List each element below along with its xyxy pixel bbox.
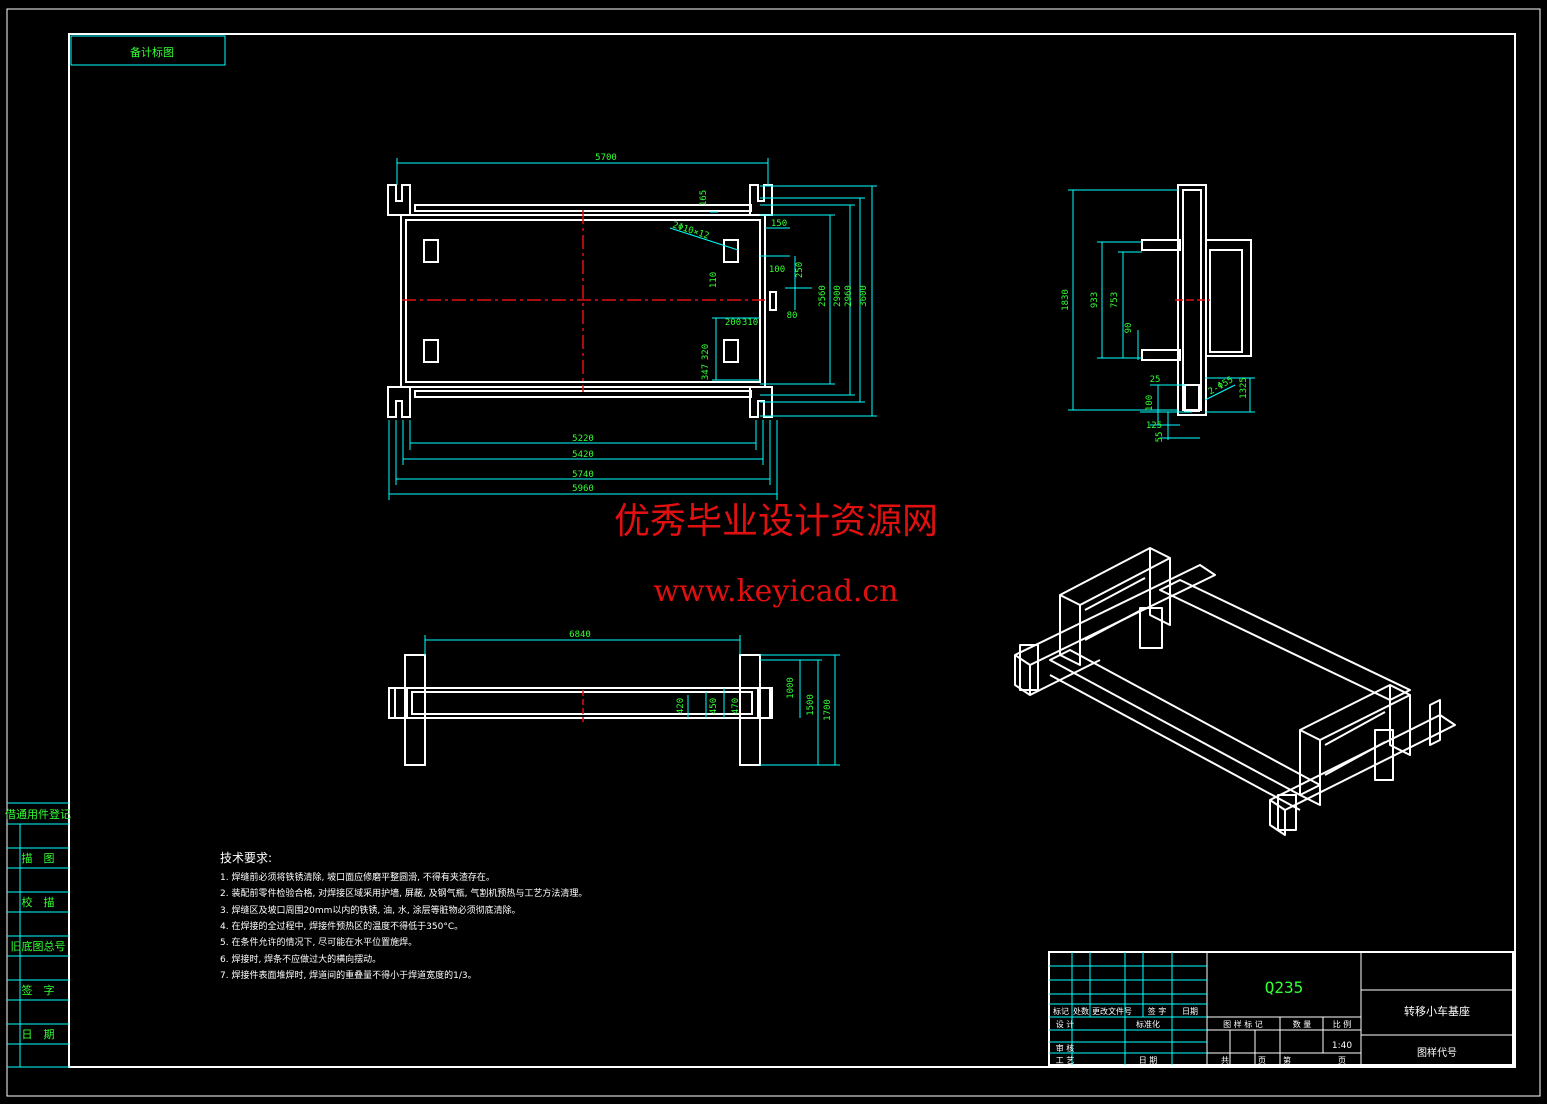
tb-design: 设 计 bbox=[1056, 1019, 1075, 1029]
dim-347: 347 bbox=[701, 364, 711, 380]
dim-420: 420 bbox=[676, 698, 686, 714]
dim-5740: 5740 bbox=[572, 470, 594, 480]
tb-drawing-code: 图样代号 bbox=[1417, 1046, 1457, 1059]
sidebar-row-4: 签 字 bbox=[22, 983, 55, 997]
tb-audit: 审 核 bbox=[1056, 1043, 1075, 1053]
dim-1325: 1325 bbox=[1239, 377, 1249, 399]
tb-approve: 日 期 bbox=[1139, 1056, 1158, 1065]
dim-2960: 2960 bbox=[844, 285, 854, 307]
dim-1700: 1700 bbox=[823, 699, 833, 721]
tb-weight: 数 量 bbox=[1293, 1019, 1312, 1029]
tech-item-1: 2. 装配前零件检验合格, 对焊接区域采用护墙, 屏蔽, 及钢气瓶, 气割机预热… bbox=[220, 887, 587, 899]
dim-100: 100 bbox=[769, 265, 785, 275]
dim-150: 150 bbox=[771, 219, 787, 229]
top-view bbox=[387, 184, 777, 418]
tb-stdcheck: 标准化 bbox=[1136, 1019, 1160, 1029]
side-dims bbox=[1068, 189, 1255, 440]
dim-110: 110 bbox=[709, 272, 719, 288]
tb-doc: 更改文件号 bbox=[1092, 1006, 1132, 1016]
dim-side-100: 100 bbox=[1145, 395, 1155, 411]
watermark-url: www.keyicad.cn bbox=[653, 574, 898, 609]
dim-933: 933 bbox=[1090, 292, 1100, 308]
left-sidebar: 借通用件登记 描 图 校 描 旧底图总号 签 字 日 期 bbox=[5, 802, 71, 1068]
sidebar-row-3: 旧底图总号 bbox=[11, 939, 66, 953]
tech-item-5: 6. 焊接时, 焊条不应做过大的横向摆动。 bbox=[220, 953, 381, 965]
dim-5960: 5960 bbox=[572, 484, 594, 494]
dim-1830: 1830 bbox=[1061, 289, 1071, 311]
dim-753: 753 bbox=[1110, 292, 1120, 308]
dim-200: 200 bbox=[725, 318, 741, 328]
dim-320: 320 bbox=[701, 344, 711, 360]
tb-count: 处数 bbox=[1073, 1006, 1089, 1016]
title-block bbox=[1048, 951, 1514, 1066]
sidebar-row-5: 日 期 bbox=[22, 1028, 55, 1041]
tb-date: 日期 bbox=[1182, 1007, 1198, 1016]
dim-top-width: 5700 bbox=[595, 153, 617, 163]
top-label: 备计标图 bbox=[130, 45, 174, 59]
tech-title: 技术要求: bbox=[220, 851, 272, 865]
sidebar-row-0: 借通用件登记 bbox=[5, 807, 71, 821]
dim-80: 80 bbox=[787, 311, 798, 321]
tb-ratio: 比 例 bbox=[1333, 1019, 1352, 1029]
dim-2560: 2560 bbox=[818, 285, 828, 307]
dim-310: 310 bbox=[742, 318, 758, 328]
dim-5220: 5220 bbox=[572, 434, 594, 444]
tb-sign: 签 字 bbox=[1148, 1006, 1167, 1016]
dim-3600: 3600 bbox=[859, 285, 869, 307]
title-block-left-grid bbox=[1049, 952, 1207, 1065]
dim-470: 470 bbox=[731, 698, 741, 714]
dim-250: 250 bbox=[795, 262, 805, 278]
sidebar-row-1: 描 图 bbox=[22, 851, 55, 865]
tb-sheet-total: 共 bbox=[1221, 1056, 1229, 1065]
watermark-title: 优秀毕业设计资源网 bbox=[614, 501, 938, 542]
tb-part-name: 转移小车基座 bbox=[1404, 1004, 1470, 1018]
tb-page2: 页 bbox=[1338, 1056, 1346, 1065]
tb-scale: 1:40 bbox=[1332, 1041, 1352, 1051]
tech-item-3: 4. 在焊接的全过程中, 焊接件预热区的温度不得低于350°C。 bbox=[220, 920, 463, 932]
front-dims bbox=[424, 635, 840, 766]
tech-item-0: 1. 焊缝前必须将铁锈清除, 坡口面应修磨平整圆滑, 不得有夹渣存在。 bbox=[220, 871, 495, 883]
dim-25: 25 bbox=[1150, 375, 1161, 385]
dim-hole: 2Φ10×12 bbox=[671, 220, 710, 241]
sidebar-row-2: 校 描 bbox=[22, 895, 55, 909]
dim-5420: 5420 bbox=[572, 450, 594, 460]
dim-125: 125 bbox=[1146, 421, 1162, 431]
dim-55: 55 bbox=[1155, 432, 1165, 443]
dim-90: 90 bbox=[1124, 323, 1134, 334]
tb-material: Q235 bbox=[1265, 978, 1304, 997]
front-view bbox=[388, 654, 773, 766]
isometric-view bbox=[1014, 547, 1456, 836]
dim-1500: 1500 bbox=[806, 694, 816, 716]
top-dims bbox=[388, 158, 877, 500]
tech-item-4: 5. 在条件允许的情况下, 尽可能在水平位置施焊。 bbox=[220, 936, 417, 948]
dim-450: 450 bbox=[709, 698, 719, 714]
dim-165: 165 bbox=[699, 190, 709, 206]
dim-6840: 6840 bbox=[569, 630, 591, 640]
tech-item-2: 3. 焊缝区及坡口周围20mm以内的铁锈, 油, 水, 涂层等脏物必须彻底清除。 bbox=[220, 904, 521, 916]
dim-2900: 2900 bbox=[833, 285, 843, 307]
tech-item-6: 7. 焊接件表面堆焊时, 焊道间的重叠量不得小于焊道宽度的1/3。 bbox=[220, 969, 477, 981]
tb-stage: 图 样 标 记 bbox=[1223, 1019, 1263, 1029]
tb-page: 页 bbox=[1258, 1056, 1266, 1065]
tb-craft: 工 艺 bbox=[1056, 1056, 1075, 1065]
top-label-box bbox=[70, 35, 226, 66]
tb-mark: 标记 bbox=[1053, 1006, 1069, 1016]
tb-sheet-num: 第 bbox=[1283, 1055, 1291, 1065]
inner-border bbox=[68, 33, 1516, 1068]
dim-1000: 1000 bbox=[786, 677, 796, 699]
outer-border bbox=[6, 8, 1541, 1097]
